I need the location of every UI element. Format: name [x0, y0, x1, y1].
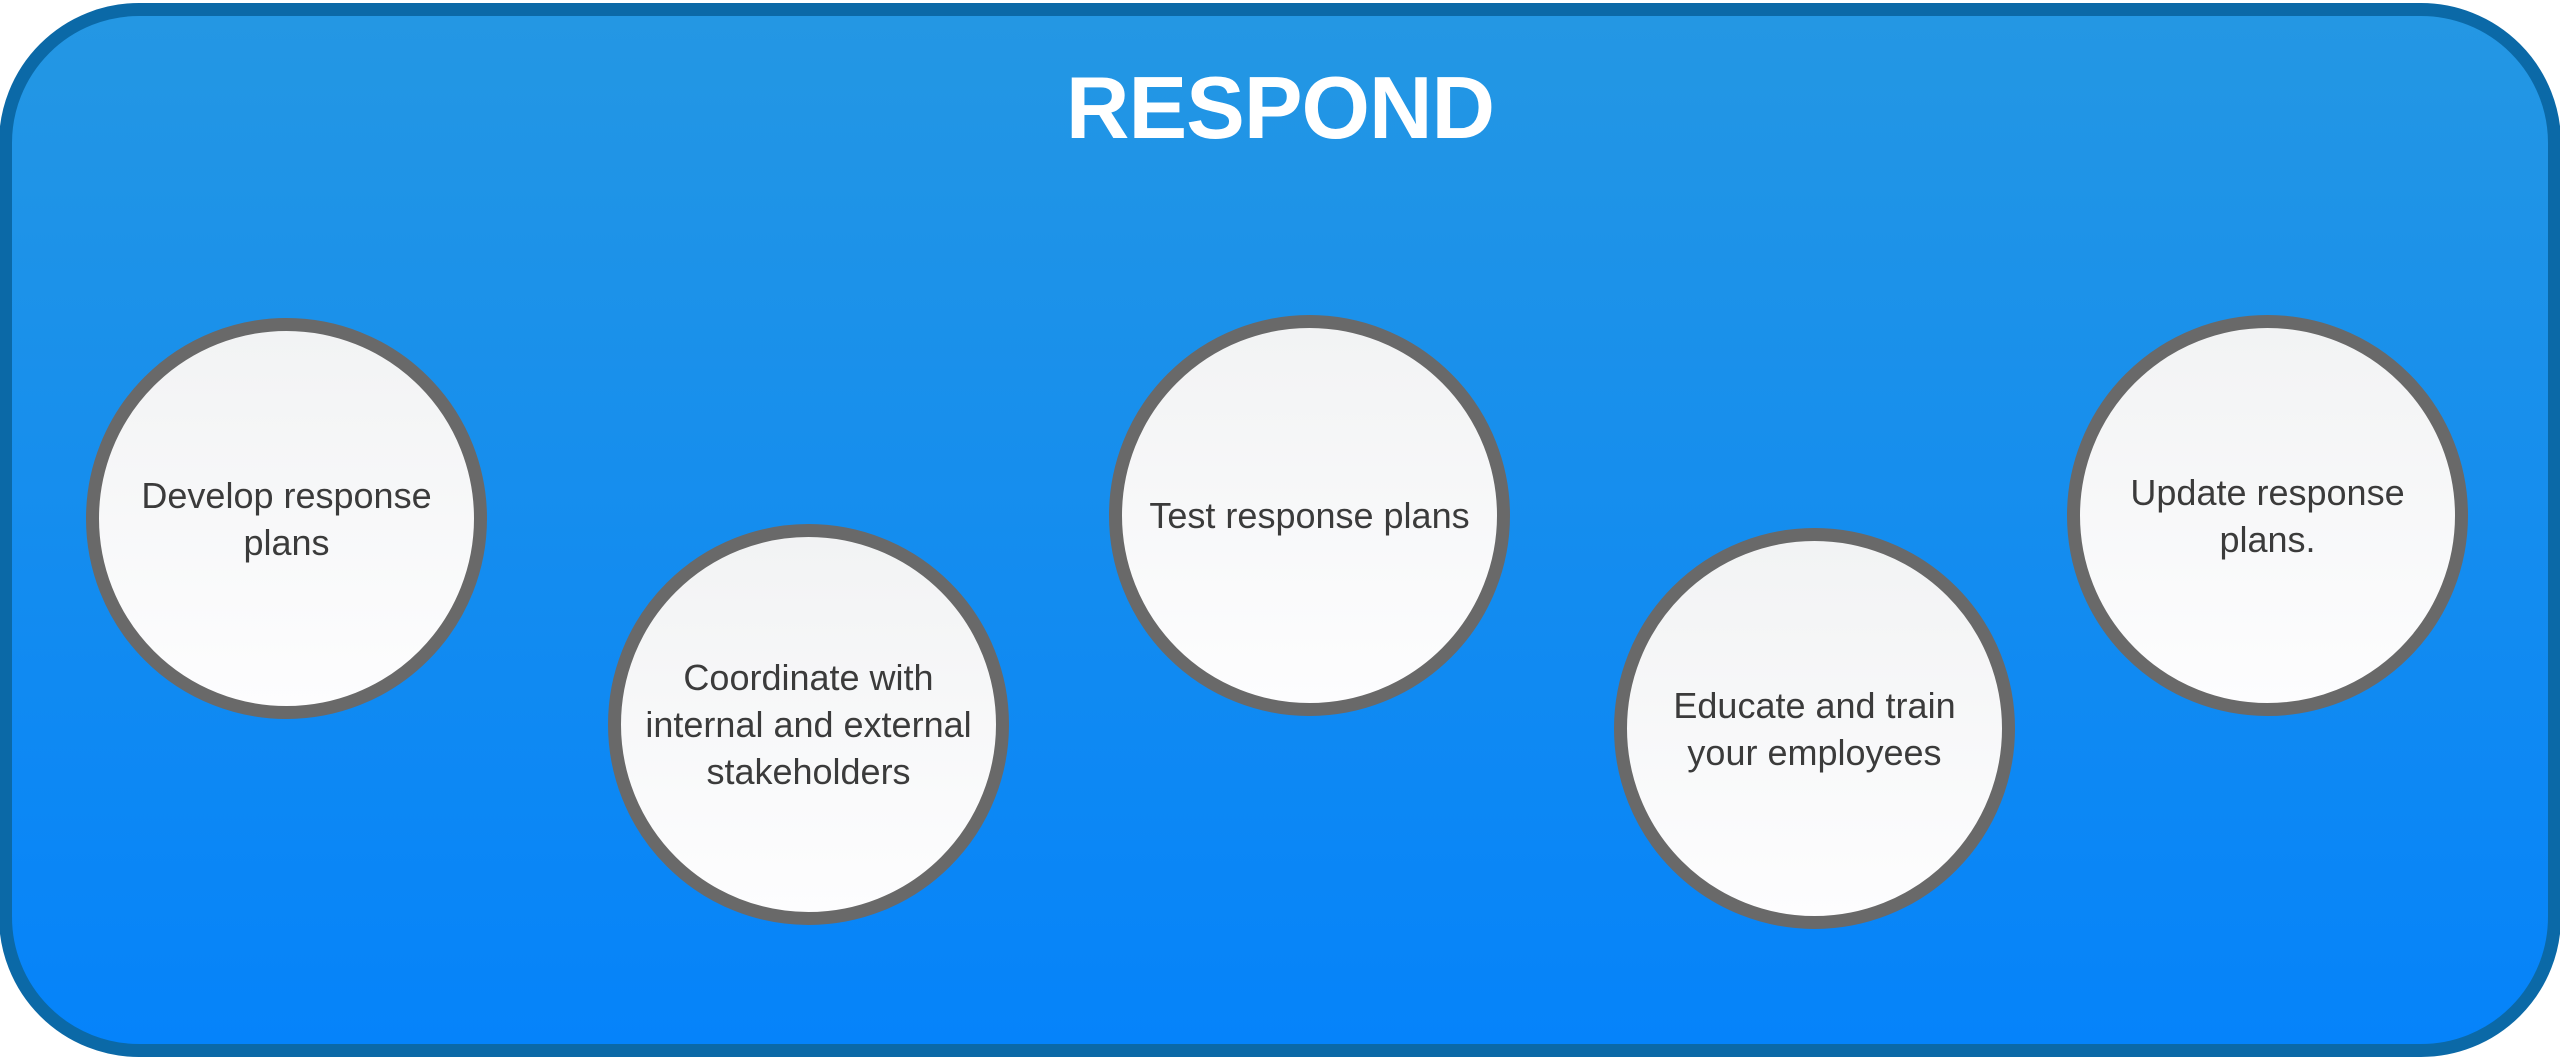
- step-label-update-response-plans: Update response plans.: [2130, 471, 2405, 560]
- step-circle-update-response-plans: Update response plans.: [2067, 315, 2468, 716]
- step-circle-coordinate-stakeholders: Coordinate with internal and external st…: [608, 524, 1009, 925]
- step-circle-test-response-plans: Test response plans: [1109, 315, 1510, 716]
- step-circle-develop-response-plans: Develop response plans: [86, 318, 487, 719]
- panel-title: RESPOND: [1065, 58, 1495, 157]
- step-circle-educate-train-employees: Educate and train your employees: [1614, 528, 2015, 929]
- step-label-test-response-plans: Test response plans: [1149, 495, 1470, 536]
- step-label-coordinate-stakeholders: Coordinate with internal and external st…: [645, 657, 972, 792]
- step-label-develop-response-plans: Develop response plans: [141, 474, 432, 563]
- respond-panel: RESPOND Develop response plans Coordinat…: [0, 3, 2560, 1057]
- step-label-educate-train-employees: Educate and train your employees: [1673, 684, 1956, 773]
